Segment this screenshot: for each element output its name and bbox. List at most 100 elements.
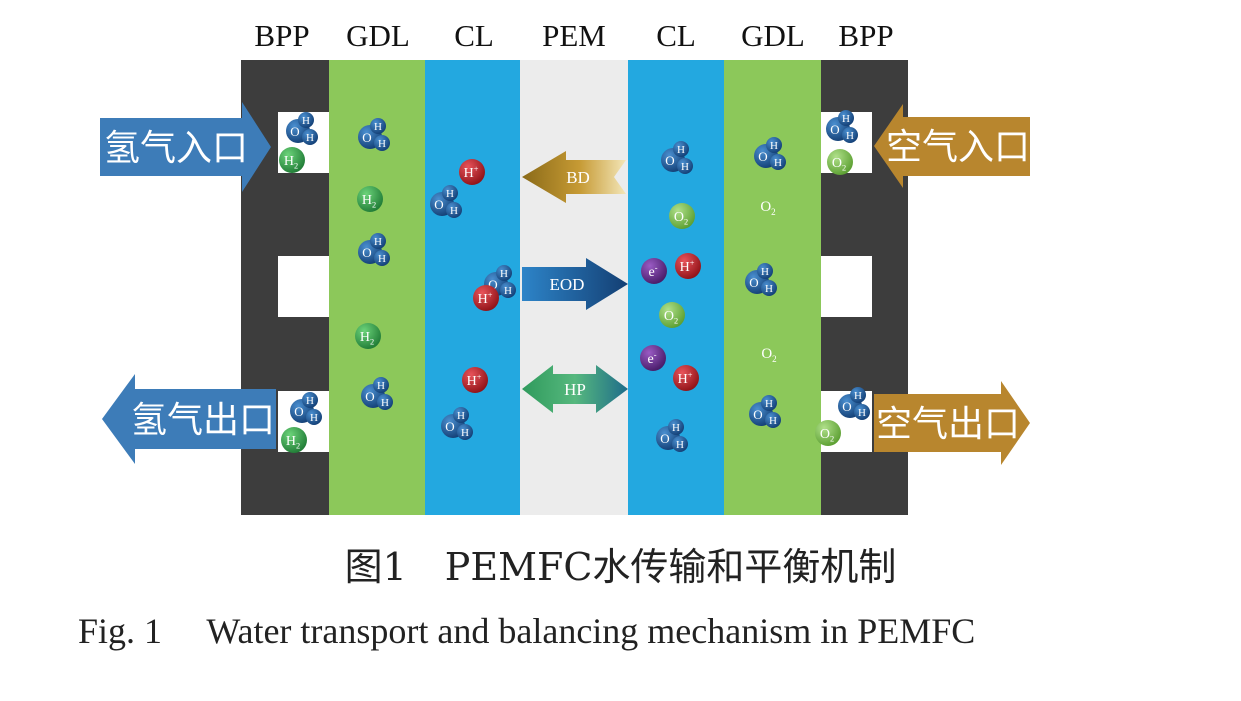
e-minus-ball bbox=[641, 258, 667, 284]
water-h-atom bbox=[377, 394, 393, 410]
water-h-atom bbox=[765, 412, 781, 428]
water-h-label: H bbox=[676, 439, 684, 451]
water-h-label: H bbox=[765, 398, 773, 410]
h-plus-ball bbox=[462, 367, 488, 393]
water-h-label: H bbox=[765, 283, 773, 295]
water-h-label: H bbox=[677, 144, 685, 156]
water-o-label: O bbox=[660, 431, 669, 446]
water-o-label: O bbox=[362, 245, 371, 260]
h-plus-label: H+ bbox=[678, 370, 693, 387]
water-h-label: H bbox=[681, 161, 689, 173]
caption-english: Fig. 1 Water transport and balancing mec… bbox=[78, 611, 976, 651]
water-h-label: H bbox=[302, 115, 310, 127]
h2-label: H2 bbox=[284, 154, 298, 171]
label-cl-left: CL bbox=[454, 18, 494, 53]
water-h-label: H bbox=[461, 427, 469, 439]
water-h-label: H bbox=[504, 285, 512, 297]
water-molecule-10: OHH bbox=[749, 395, 781, 428]
o2-label: O2 bbox=[832, 156, 846, 173]
air-inlet-label: 空气入口 bbox=[886, 127, 1030, 168]
o2-text-1: O2 bbox=[761, 346, 776, 364]
water-o-label: O bbox=[362, 130, 371, 145]
label-gdl-left: GDL bbox=[346, 18, 410, 53]
water-o-label: O bbox=[365, 389, 374, 404]
water-h-atom bbox=[842, 127, 858, 143]
water-h-label: H bbox=[377, 380, 385, 392]
label-bpp-left: BPP bbox=[254, 18, 310, 53]
channel-left-mid bbox=[278, 256, 329, 317]
water-o-label: O bbox=[665, 153, 674, 168]
water-h-label: H bbox=[374, 236, 382, 248]
h2-label: H2 bbox=[360, 330, 374, 347]
channel-right-mid bbox=[821, 256, 872, 317]
air-inlet-arrow: 空气入口 bbox=[874, 104, 1030, 188]
air-outlet-label: 空气出口 bbox=[876, 404, 1020, 445]
o2-text-label: O2 bbox=[760, 199, 775, 217]
h-plus-ball bbox=[675, 253, 701, 279]
eod-arrow: EOD bbox=[522, 258, 628, 310]
h2-outlet-label: 氢气出口 bbox=[131, 400, 275, 441]
water-h-atom bbox=[668, 419, 684, 435]
water-o-label: O bbox=[294, 404, 303, 419]
h2-ball bbox=[279, 147, 305, 173]
water-o-label: O bbox=[434, 197, 443, 212]
water-h-label: H bbox=[310, 412, 318, 424]
water-h-atom bbox=[672, 436, 688, 452]
o2-ball bbox=[827, 149, 853, 175]
e-minus-label: e- bbox=[648, 263, 657, 280]
h2-label: H2 bbox=[362, 193, 376, 210]
water-h-atom bbox=[838, 110, 854, 126]
water-h-label: H bbox=[500, 268, 508, 280]
h-plus-3: H+ bbox=[462, 367, 488, 393]
water-molecule-5: OHH bbox=[441, 407, 473, 440]
water-h-label: H bbox=[446, 188, 454, 200]
h-plus-label: H+ bbox=[680, 258, 695, 275]
h-plus-ball bbox=[473, 285, 499, 311]
water-h-atom bbox=[374, 135, 390, 151]
o2-1: O2 bbox=[659, 302, 685, 328]
h-plus-2: H+ bbox=[673, 365, 699, 391]
water-h-label: H bbox=[769, 415, 777, 427]
water-h-label: H bbox=[672, 422, 680, 434]
h2-2: H2 bbox=[355, 323, 381, 349]
water-h-atom bbox=[306, 409, 322, 425]
h2-ball bbox=[355, 323, 381, 349]
o2-2: O2 bbox=[827, 149, 853, 175]
label-pem: PEM bbox=[542, 18, 606, 53]
h2-outlet-arrow: 氢气出口 bbox=[102, 374, 276, 464]
water-molecule-4: OHH bbox=[361, 377, 393, 410]
h-plus-label: H+ bbox=[464, 164, 479, 181]
h-plus-0: H+ bbox=[459, 159, 485, 185]
o2-label: O2 bbox=[674, 210, 688, 227]
water-h-atom bbox=[673, 141, 689, 157]
water-h-atom bbox=[453, 407, 469, 423]
water-h-atom bbox=[677, 158, 693, 174]
o2-ball bbox=[815, 420, 841, 446]
o2-text-label: O2 bbox=[761, 346, 776, 364]
water-h-atom bbox=[457, 424, 473, 440]
water-h-atom bbox=[370, 118, 386, 134]
water-h-label: H bbox=[761, 266, 769, 278]
water-o-label: O bbox=[749, 275, 758, 290]
water-h-atom bbox=[761, 395, 777, 411]
e-minus-label: e- bbox=[647, 350, 656, 367]
h2-inlet-label: 氢气入口 bbox=[104, 128, 248, 169]
water-h-label: H bbox=[846, 130, 854, 142]
h2-inlet-arrow: 氢气入口 bbox=[100, 102, 271, 192]
h2-0: H2 bbox=[279, 147, 305, 173]
water-o-label: O bbox=[758, 149, 767, 164]
o2-label: O2 bbox=[664, 309, 678, 326]
eod-label: EOD bbox=[550, 275, 585, 294]
water-h-atom bbox=[446, 202, 462, 218]
water-h-label: H bbox=[306, 395, 314, 407]
h-plus-label: H+ bbox=[467, 372, 482, 389]
o2-ball bbox=[659, 302, 685, 328]
e-minus-ball bbox=[640, 345, 666, 371]
hp-arrow: HP bbox=[522, 365, 628, 413]
water-h-atom bbox=[850, 387, 866, 403]
o2-3: O2 bbox=[815, 420, 841, 446]
water-h-atom bbox=[298, 112, 314, 128]
e-minus-0: e- bbox=[641, 258, 667, 284]
water-molecule-11: OHH bbox=[656, 419, 688, 452]
